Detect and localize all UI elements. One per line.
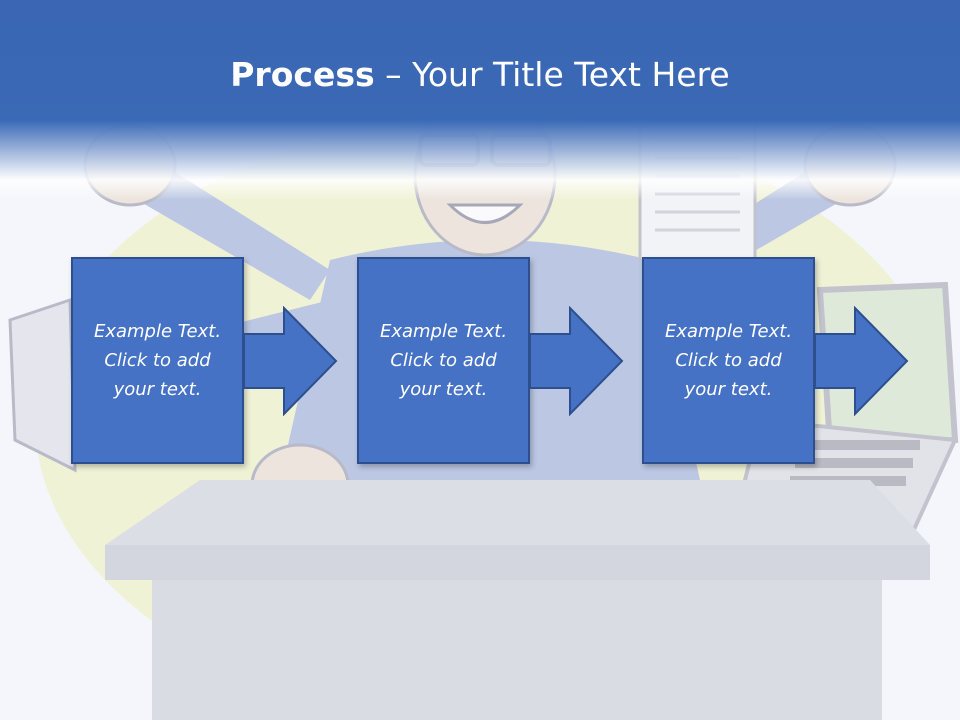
header-band [0,0,960,200]
title-bold-text: Process [230,55,375,94]
right-arrow-icon [244,306,338,416]
step-text-3: Example Text. Click to add your text. [664,321,793,400]
right-arrow-icon [815,306,909,416]
slide-title[interactable]: Process – Your Title Text Here [0,52,960,98]
step-box-1[interactable]: Example Text. Click to add your text. [71,257,244,464]
step-box-2[interactable]: Example Text. Click to add your text. [357,257,530,464]
right-arrow-icon [530,306,624,416]
step-text-1: Example Text. Click to add your text. [93,321,222,400]
step-box-3[interactable]: Example Text. Click to add your text. [642,257,815,464]
title-rest-text: – Your Title Text Here [374,55,730,94]
step-text-2: Example Text. Click to add your text. [379,321,508,400]
